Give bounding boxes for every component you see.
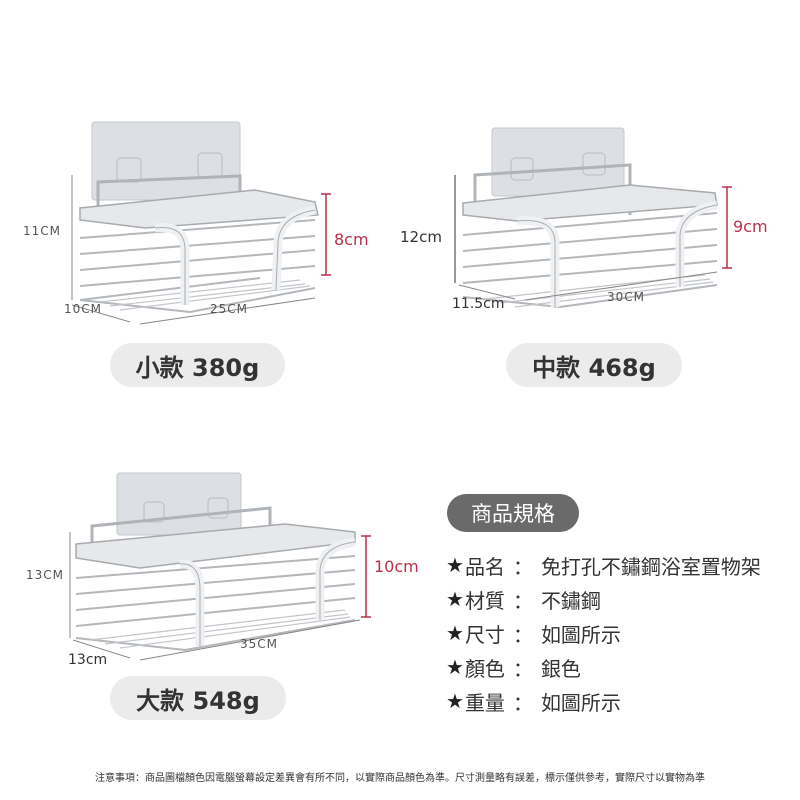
spec-value: 如圖所示	[540, 690, 621, 715]
spec-key: 品名	[464, 554, 505, 579]
dimension-height-total: 12cm	[400, 228, 442, 246]
spec-key: 顏色	[464, 656, 505, 681]
dimension-width: 30CM	[607, 290, 646, 304]
spec-separator: ：	[512, 622, 533, 647]
shelf-basket-medium-image	[454, 127, 732, 308]
dimension-depth: 10CM	[64, 302, 103, 316]
spec-value: 免打孔不鏽鋼浴室置物架	[540, 554, 761, 579]
spec-key: 材質	[464, 588, 505, 613]
spec-value: 不鏽鋼	[540, 588, 601, 613]
star-icon: ★	[446, 655, 464, 679]
dimension-depth: 13cm	[68, 652, 108, 668]
product-medium-weight-pill: 中款 468g	[506, 343, 682, 387]
spec-item-size: ★ 尺寸 ： 如圖所示	[446, 616, 761, 650]
star-icon: ★	[446, 689, 464, 713]
spec-key: 尺寸	[464, 622, 505, 647]
spec-item-weight: ★ 重量 ： 如圖所示	[446, 684, 761, 718]
shelf-basket-small-image	[71, 121, 331, 325]
star-icon: ★	[446, 587, 464, 611]
spec-value: 如圖所示	[540, 622, 621, 647]
dimension-height-total: 11CM	[23, 224, 62, 238]
dimension-height-total: 13CM	[26, 568, 65, 582]
star-icon: ★	[446, 553, 464, 577]
spec-item-color: ★ 顏色 ： 銀色	[446, 650, 761, 684]
spec-section-title: 商品規格	[447, 494, 579, 532]
spec-item-name: ★ 品名 ： 免打孔不鏽鋼浴室置物架	[446, 548, 761, 582]
product-medium: 12cm 11.5cm 30CM 9cm	[400, 125, 768, 325]
spec-separator: ：	[512, 656, 533, 681]
spec-separator: ：	[512, 554, 533, 579]
product-large-weight-pill: 大款 548g	[110, 676, 286, 720]
shelf-basket-large-image	[69, 472, 371, 661]
spec-key: 重量	[464, 690, 505, 715]
disclaimer-note: 注意事項：商品圖檔顏色因電腦螢幕設定差異會有所不同，以實際商品顏色為準。尺寸測量…	[95, 773, 705, 784]
spec-separator: ：	[512, 588, 533, 613]
dimension-width: 25CM	[210, 302, 249, 316]
dimension-width: 35CM	[240, 637, 279, 651]
product-small: 11CM 10CM 25CM 8cm	[23, 120, 369, 325]
dimension-depth: 11.5cm	[452, 296, 505, 312]
product-large: 13CM 13cm 35CM 10cm	[26, 470, 419, 670]
spec-list: ★ 品名 ： 免打孔不鏽鋼浴室置物架 ★ 材質 ： 不鏽鋼 ★ 尺寸 ： 如圖所…	[446, 548, 761, 718]
spec-value: 銀色	[540, 656, 581, 681]
spec-item-material: ★ 材質 ： 不鏽鋼	[446, 582, 761, 616]
product-small-weight-pill: 小款 380g	[110, 343, 285, 387]
dimension-basket-height: 8cm	[334, 230, 369, 249]
star-icon: ★	[446, 621, 464, 645]
spec-separator: ：	[512, 690, 533, 715]
dimension-basket-height: 9cm	[733, 217, 768, 236]
dimension-basket-height: 10cm	[374, 557, 419, 576]
